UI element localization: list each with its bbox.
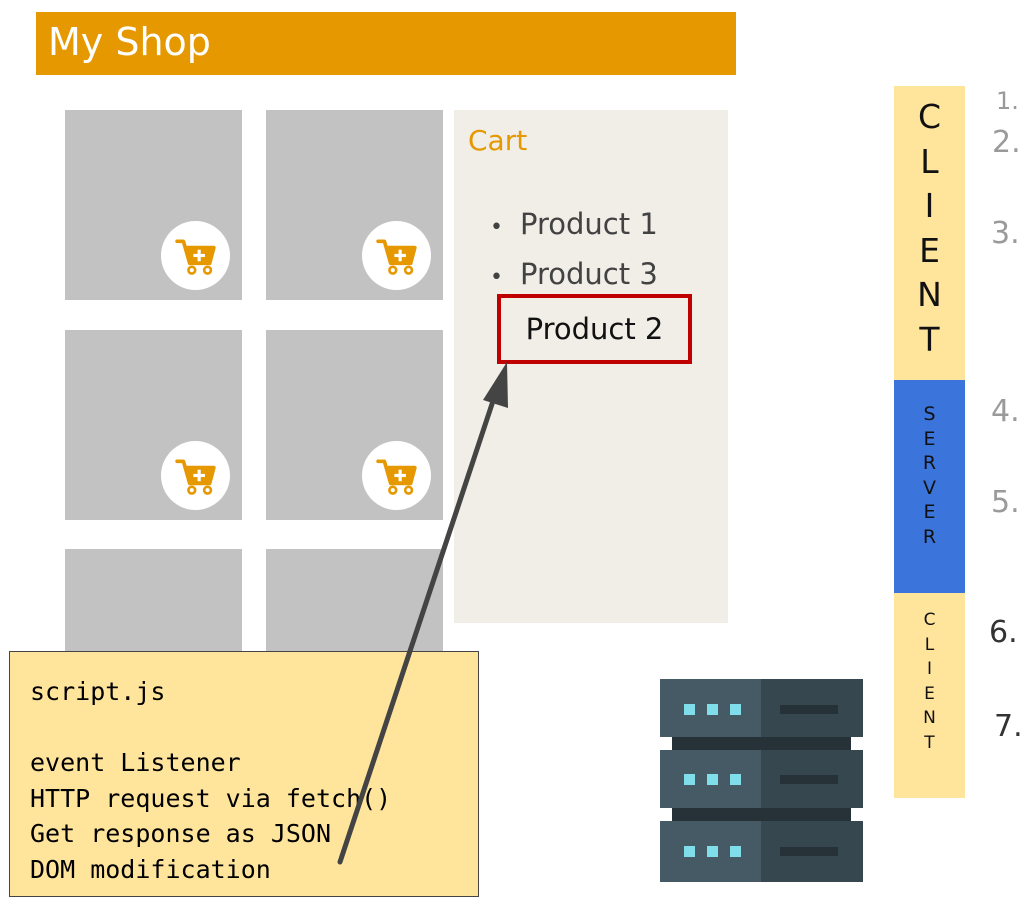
step-number: 2. — [992, 125, 1021, 160]
script-line: DOM modification — [30, 854, 271, 884]
server-segment: S E R V E R — [894, 380, 965, 593]
client-letter: E — [924, 683, 935, 704]
step-number: 3. — [991, 216, 1020, 251]
server-letter: R — [922, 525, 937, 548]
client-letter: N — [923, 708, 936, 728]
step-number: 4. — [991, 394, 1020, 429]
client-segment-bottom: C L I E N T — [894, 593, 965, 798]
shop-header — [36, 12, 736, 75]
script-line: event Listener — [30, 748, 241, 777]
server-letter: E — [923, 427, 936, 450]
add-to-cart-button[interactable] — [161, 441, 230, 510]
server-letter: E — [923, 501, 936, 524]
add-to-cart-button[interactable] — [161, 221, 230, 290]
bullet: • — [490, 265, 503, 290]
cart-item-label: Product 3 — [520, 257, 658, 291]
client-segment-top: C L I E N T — [894, 86, 965, 380]
add-to-cart-icon — [375, 458, 417, 495]
client-letter: C — [917, 97, 942, 136]
script-lines: script.js event Listener HTTP request vi… — [30, 674, 391, 887]
script-line: script.js — [30, 677, 166, 706]
script-line: Get response as JSON — [30, 819, 332, 848]
bullet: • — [490, 215, 503, 240]
cart-title: Cart — [468, 124, 528, 157]
step-number: 1. — [996, 87, 1019, 115]
server-icon — [660, 679, 863, 882]
client-letter: L — [920, 141, 939, 181]
script-line: HTTP request via fetch() — [30, 783, 392, 813]
server-letter: R — [922, 452, 937, 475]
server-letter: V — [923, 476, 936, 499]
client-letter: C — [923, 610, 936, 630]
client-letter: N — [917, 275, 942, 314]
client-letter: I — [926, 659, 932, 679]
add-to-cart-icon — [174, 238, 216, 275]
shop-title: My Shop — [48, 20, 211, 64]
step-number: 7. — [994, 709, 1023, 744]
client-letter: T — [924, 732, 935, 753]
product-tile[interactable] — [65, 549, 242, 659]
new-cart-item-label: Product 2 — [525, 312, 664, 346]
cart-list: • Product 1 • Product 3 — [490, 201, 658, 301]
client-letter: E — [919, 230, 940, 270]
server-letter: S — [923, 403, 936, 425]
new-cart-item-highlight: Product 2 — [497, 294, 692, 364]
cart-item: • Product 1 — [490, 201, 658, 251]
add-to-cart-button[interactable] — [362, 221, 431, 290]
step-number: 6. — [989, 615, 1018, 650]
client-letter: I — [924, 186, 935, 225]
client-letter: L — [924, 634, 935, 655]
cart-item: • Product 3 — [490, 251, 658, 301]
script-box: script.js event Listener HTTP request vi… — [9, 651, 479, 897]
cart-item-label: Product 1 — [520, 207, 658, 241]
add-to-cart-icon — [375, 238, 417, 275]
cart-panel — [454, 110, 728, 623]
add-to-cart-icon — [174, 458, 216, 495]
step-number: 5. — [991, 485, 1020, 520]
add-to-cart-button[interactable] — [362, 441, 431, 510]
client-letter: T — [919, 319, 940, 359]
